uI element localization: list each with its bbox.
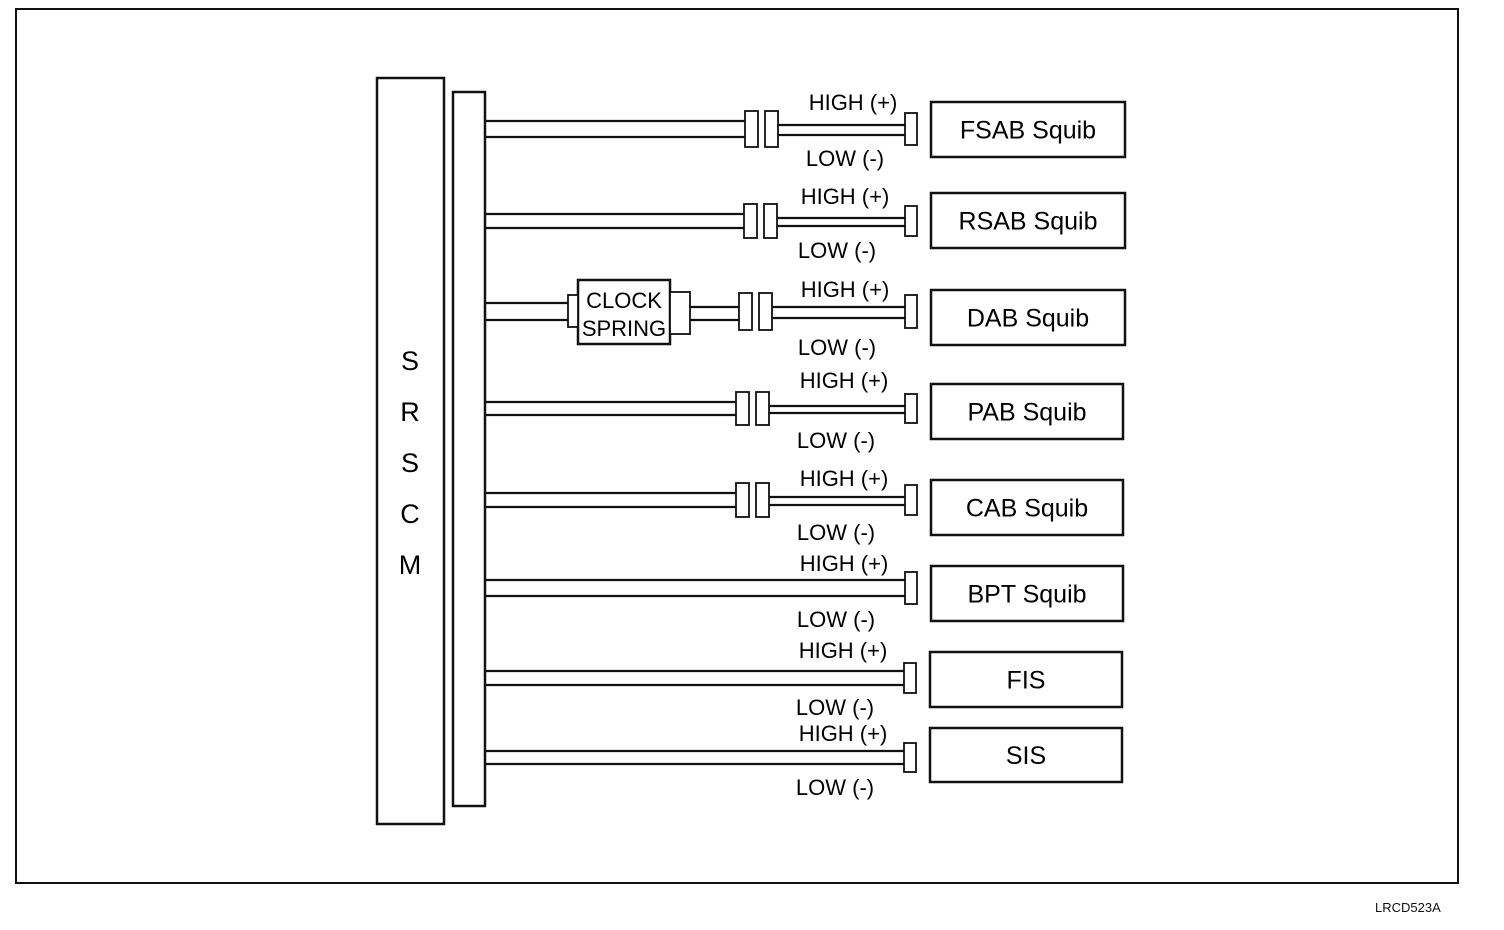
squib-connector (904, 393, 918, 424)
squib-label: SIS (1006, 742, 1046, 770)
low-label: LOW (-) (797, 520, 875, 545)
squib-box (928, 650, 1124, 709)
srscm-letter: R (400, 397, 420, 427)
squib-label: RSAB Squib (959, 208, 1098, 236)
high-label: HIGH (+) (800, 551, 889, 576)
squib-label: FSAB Squib (960, 117, 1096, 145)
circuit: HIGH (+) LOW (-) RSAB Squib (485, 184, 1127, 263)
squib-connector (904, 571, 918, 605)
inline-connector-left (735, 391, 750, 426)
high-label: HIGH (+) (809, 90, 898, 115)
srscm-letter: M (399, 550, 422, 580)
inline-connector-left (743, 203, 758, 239)
circuit: HIGH (+) LOW (-) BPT Squib (485, 551, 1125, 632)
clock-spring-label-line1: CLOCK (586, 288, 662, 313)
high-label: HIGH (+) (799, 638, 888, 663)
inline-connector-left (738, 292, 753, 331)
squib-connector (904, 484, 918, 516)
squib-box (929, 288, 1127, 347)
low-label: LOW (-) (806, 146, 884, 171)
inline-connector-right (755, 482, 770, 518)
srscm-letter: C (400, 499, 420, 529)
srscm-letter: S (401, 346, 419, 376)
low-label: LOW (-) (798, 335, 876, 360)
inline-connector-right (764, 110, 779, 148)
inline-connector-right (755, 391, 770, 426)
clock-spring-label-line2: SPRING (582, 316, 666, 341)
squib-label: PAB Squib (967, 399, 1086, 427)
inline-connector-left (735, 482, 750, 518)
circuit: HIGH (+) LOW (-) FSAB Squib (485, 90, 1127, 171)
high-label: HIGH (+) (801, 184, 890, 209)
figure-id: LRCD523A (1375, 900, 1441, 915)
squib-label: FIS (1007, 667, 1046, 695)
squib-connector (903, 742, 917, 773)
srscm-connector (451, 90, 487, 808)
high-label: HIGH (+) (801, 277, 890, 302)
high-label: HIGH (+) (800, 368, 889, 393)
squib-connector (903, 662, 917, 694)
circuit: HIGH (+) LOW (-) CAB Squib (485, 466, 1125, 545)
squib-box (929, 478, 1125, 537)
squib-box (929, 564, 1125, 623)
squib-box (929, 191, 1127, 250)
circuit: HIGH (+) LOW (-) PAB Squib (485, 368, 1125, 453)
squib-connector (904, 112, 918, 146)
high-label: HIGH (+) (800, 466, 889, 491)
low-label: LOW (-) (796, 775, 874, 800)
circuit: HIGH (+) LOW (-) FIS (485, 638, 1124, 720)
circuit: CLOCK SPRING HIGH (+) LOW (-) DAB Squib (485, 277, 1127, 360)
srscm-letter: S (401, 448, 419, 478)
inline-connector-right (763, 203, 778, 239)
circuit: HIGH (+) LOW (-) SIS (485, 721, 1124, 800)
squib-connector (904, 294, 918, 329)
squib-label: CAB Squib (966, 495, 1088, 523)
clock-spring-right-connector (669, 291, 691, 335)
low-label: LOW (-) (797, 428, 875, 453)
squib-box (928, 726, 1124, 784)
squib-connector (904, 205, 918, 237)
squib-box (929, 100, 1127, 159)
high-label: HIGH (+) (799, 721, 888, 746)
low-label: LOW (-) (797, 607, 875, 632)
low-label: LOW (-) (796, 695, 874, 720)
squib-label: DAB Squib (967, 305, 1089, 333)
clock-spring-left-connector (567, 294, 579, 328)
diagram-frame (15, 8, 1459, 884)
squib-label: BPT Squib (967, 581, 1086, 609)
inline-connector-right (758, 292, 773, 331)
low-label: LOW (-) (798, 238, 876, 263)
srscm-module (375, 76, 446, 826)
inline-connector-left (744, 110, 759, 148)
squib-box (929, 382, 1125, 441)
